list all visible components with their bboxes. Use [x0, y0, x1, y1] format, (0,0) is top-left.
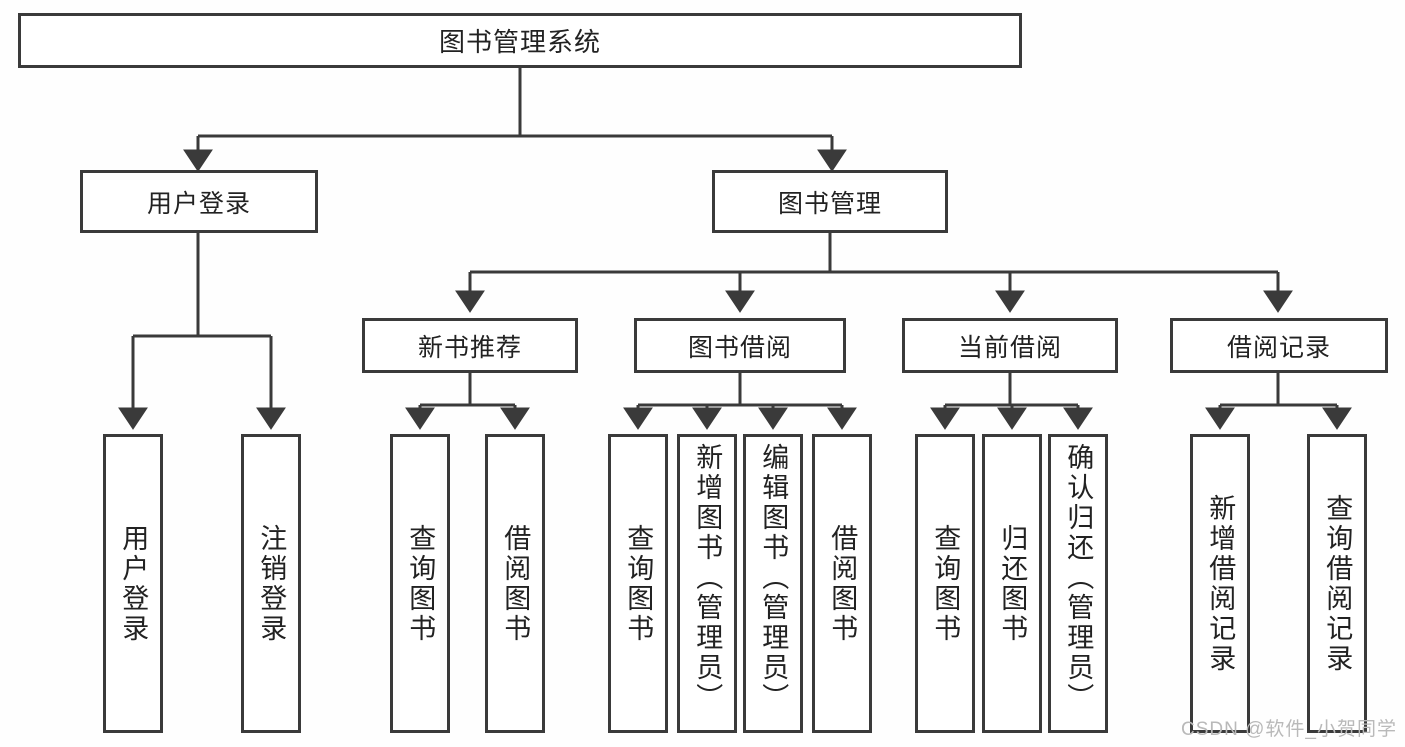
- node-label: 图书管理系统: [438, 27, 601, 57]
- leaf-label: 用户登录: [118, 523, 149, 644]
- node-label: 图书借阅: [687, 333, 792, 362]
- leaf-text-wrap: 归还图书: [985, 437, 1039, 730]
- leaf-text-wrap: 注销登录: [244, 437, 298, 730]
- node-label: 新书推荐: [417, 333, 522, 362]
- leaf-text-wrap: 确认归还（管理员）: [1051, 437, 1105, 736]
- leaf-logout[interactable]: 注销登录: [241, 434, 301, 733]
- leaf-text-wrap: 查询图书: [918, 437, 972, 730]
- leaf-add-record[interactable]: 新增借阅记录: [1190, 434, 1250, 733]
- leaf-user-login[interactable]: 用户登录: [103, 434, 163, 733]
- leaf-label: 编辑图书（管理员）: [758, 443, 789, 713]
- node-root-system[interactable]: 图书管理系统: [18, 13, 1022, 68]
- leaf-label: 新增借阅记录: [1205, 493, 1236, 674]
- node-label: 图书管理: [777, 189, 882, 218]
- leaf-label: 注销登录: [256, 523, 287, 644]
- leaf-text-wrap: 查询借阅记录: [1310, 437, 1364, 730]
- leaf-confirm-return[interactable]: 确认归还（管理员）: [1048, 434, 1108, 733]
- leaf-label: 借阅图书: [500, 523, 531, 644]
- leaf-query-book-1[interactable]: 查询图书: [390, 434, 450, 733]
- leaf-label: 查询借阅记录: [1322, 493, 1353, 674]
- leaf-label: 归还图书: [997, 523, 1028, 644]
- node-label: 当前借阅: [957, 333, 1062, 362]
- leaf-query-book-3[interactable]: 查询图书: [915, 434, 975, 733]
- node-label: 用户登录: [146, 189, 251, 218]
- node-new-book-recommend[interactable]: 新书推荐: [362, 318, 578, 373]
- leaf-text-wrap: 新增借阅记录: [1193, 437, 1247, 730]
- leaf-label: 查询图书: [930, 523, 961, 644]
- leaf-add-book[interactable]: 新增图书（管理员）: [677, 434, 737, 733]
- node-book-borrow[interactable]: 图书借阅: [634, 318, 846, 373]
- leaf-text-wrap: 借阅图书: [488, 437, 542, 730]
- leaf-text-wrap: 编辑图书（管理员）: [746, 437, 800, 736]
- leaf-label: 确认归还（管理员）: [1063, 443, 1094, 713]
- leaf-text-wrap: 借阅图书: [815, 437, 869, 730]
- leaf-text-wrap: 用户登录: [106, 437, 160, 730]
- leaf-return-book[interactable]: 归还图书: [982, 434, 1042, 733]
- leaf-label: 借阅图书: [827, 523, 858, 644]
- leaf-query-record[interactable]: 查询借阅记录: [1307, 434, 1367, 733]
- leaf-text-wrap: 新增图书（管理员）: [680, 437, 734, 736]
- node-current-borrow[interactable]: 当前借阅: [902, 318, 1118, 373]
- node-label: 借阅记录: [1226, 333, 1331, 362]
- leaf-text-wrap: 查询图书: [393, 437, 447, 730]
- leaf-edit-book[interactable]: 编辑图书（管理员）: [743, 434, 803, 733]
- leaf-borrow-book-1[interactable]: 借阅图书: [485, 434, 545, 733]
- leaf-label: 查询图书: [623, 523, 654, 644]
- node-book-manage[interactable]: 图书管理: [712, 170, 948, 233]
- node-borrow-record[interactable]: 借阅记录: [1170, 318, 1388, 373]
- leaf-label: 新增图书（管理员）: [692, 443, 723, 713]
- node-user-login[interactable]: 用户登录: [80, 170, 318, 233]
- leaf-label: 查询图书: [405, 523, 436, 644]
- leaf-query-book-2[interactable]: 查询图书: [608, 434, 668, 733]
- leaf-borrow-book-2[interactable]: 借阅图书: [812, 434, 872, 733]
- leaf-text-wrap: 查询图书: [611, 437, 665, 730]
